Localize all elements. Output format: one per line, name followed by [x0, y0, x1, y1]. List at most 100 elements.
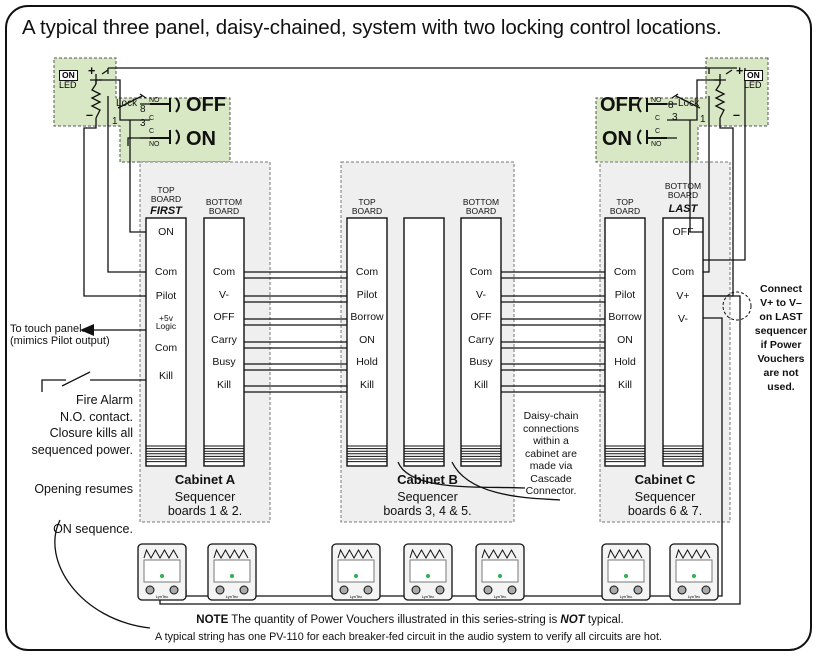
cabinet-b-top-terminal: Borrow: [350, 311, 384, 323]
right-off-button[interactable]: OFF: [600, 94, 640, 116]
cabinet-b-top-terminal: Kill: [359, 378, 374, 391]
cabinet-a-top-terminal: Com: [154, 266, 178, 278]
cabinet-c-bottom-terminal: OFF: [672, 226, 694, 238]
right-c-top: C: [655, 115, 661, 122]
cabinet-b-top-terminal: Com: [355, 266, 379, 278]
power-voucher: LynTec: [331, 543, 381, 601]
power-voucher: LynTec: [475, 543, 525, 601]
cabinet-c-top-terminal: Kill: [617, 378, 632, 391]
left-plus: +: [88, 64, 96, 78]
cabinet-a-top-terminal: Pilot: [155, 290, 177, 302]
cabinet-c-bottom-board-label: BOTTOM BOARD: [664, 181, 702, 200]
right-lock-3: 3: [672, 112, 678, 123]
cabinet-a-bottom-board-label: BOTTOM BOARD: [205, 197, 243, 216]
cabinet-a-name: Cabinet A: [174, 472, 236, 487]
cabinet-b-top-board-label: TOP BOARD: [351, 197, 383, 216]
cabinet-a-top-terminal: ON: [158, 226, 174, 238]
cabinet-c-top-terminal: ON: [617, 333, 633, 346]
cabinet-a-bottom-terminal: V-: [219, 288, 229, 301]
left-minus: –: [86, 108, 93, 122]
cabinet-a-boards: Sequencer boards 1 & 2.: [167, 490, 243, 518]
note-text: The quantity of Power Vouchers illustrat…: [228, 614, 561, 626]
fire-alarm-note: Fire Alarm N.O. contact. Closure kills a…: [31, 393, 133, 457]
cabinet-a-bottom-terminal: Kill: [216, 378, 231, 391]
left-c-bottom: C: [149, 128, 155, 135]
left-lock-3: 3: [140, 118, 146, 129]
power-voucher: LynTec: [137, 543, 187, 601]
note-end: typical.: [584, 614, 624, 626]
left-lock-1: 1: [112, 116, 118, 127]
cabinet-a-bottom-terminal: Carry: [211, 333, 237, 346]
board-b-top: [346, 217, 388, 467]
cabinet-c-top-terminal: Hold: [614, 356, 636, 368]
cabinet-b-bottom-terminal: Carry: [468, 333, 494, 346]
cabinet-b-top-terminal: ON: [359, 333, 375, 346]
opening-resumes-note: Opening resumes: [34, 482, 133, 496]
left-lock-label: Lock: [116, 98, 138, 109]
page-title: A typical three panel, daisy-chained, sy…: [22, 16, 722, 39]
cabinet-c-top-terminal: Com: [613, 266, 637, 278]
cabinet-b-bottom-board-label: BOTTOM BOARD: [462, 197, 500, 216]
daisy-chain-note: Daisy-chain connections within a cabinet…: [522, 410, 580, 497]
cabinet-b-bottom-terminal: V-: [476, 288, 486, 301]
right-no-bottom: NO: [651, 141, 662, 148]
right-lock-label: Lock: [678, 98, 700, 109]
power-voucher: LynTec: [669, 543, 719, 601]
cabinet-b-name: Cabinet B: [397, 472, 458, 487]
board-c-bottom: [662, 217, 704, 467]
cabinet-a-top-terminal: Kill: [158, 370, 173, 382]
board-a-top: [145, 217, 187, 467]
cabinet-c-name: Cabinet C: [634, 472, 696, 487]
board-a-bottom: [203, 217, 245, 467]
left-lock-8: 8: [140, 104, 146, 115]
left-no-top: NO: [149, 97, 160, 104]
left-off-button[interactable]: OFF: [186, 94, 226, 116]
right-c-bottom: C: [655, 128, 661, 135]
power-voucher: LynTec: [403, 543, 453, 601]
right-on-button[interactable]: ON: [602, 128, 632, 150]
voucher-brand: LynTec: [494, 594, 507, 599]
right-lock-1: 1: [700, 114, 706, 125]
voucher-brand: LynTec: [688, 594, 701, 599]
right-minus: –: [733, 108, 740, 122]
board-c-top: [604, 217, 646, 467]
power-voucher-note: NOTE The quantity of Power Vouchers illu…: [40, 614, 780, 626]
cabinet-c-last-tag: LAST: [668, 203, 698, 215]
cabinet-b-bottom-terminal: OFF: [470, 311, 492, 323]
cabinet-a-first-tag: FIRST: [150, 205, 182, 217]
cabinet-c-top-terminal: Pilot: [614, 288, 636, 301]
left-on-button[interactable]: ON: [186, 128, 216, 150]
cabinet-a-bottom-terminal: OFF: [213, 311, 235, 323]
cabinet-c-top-board-label: TOP BOARD: [609, 197, 641, 216]
power-voucher: LynTec: [207, 543, 257, 601]
cabinet-c-bottom-terminal: Com: [671, 266, 695, 278]
cabinet-c-bottom-terminal: V-: [678, 313, 688, 325]
cabinet-a-top-terminal: +5v Logic: [155, 313, 177, 331]
outer-frame: [5, 5, 812, 651]
touch-panel-arrow: [80, 324, 94, 336]
right-no-top: NO: [651, 97, 662, 104]
bottom-line-note: A typical string has one PV-110 for each…: [155, 631, 662, 643]
note-bold: NOTE: [196, 614, 229, 626]
left-no-bottom: NO: [149, 141, 160, 148]
board-b-mid: [403, 217, 445, 467]
cabinet-a-bottom-terminal: Com: [212, 266, 236, 278]
cabinet-b-bottom-terminal: Com: [469, 266, 493, 278]
on-sequence-note: ON sequence.: [53, 522, 133, 536]
cabinet-a-top-terminal: Com: [154, 342, 178, 354]
voucher-brand: LynTec: [620, 594, 633, 599]
cabinet-c-bottom-terminal: V+: [676, 290, 690, 302]
cabinet-b-top-terminal: Pilot: [356, 288, 378, 301]
touch-panel-note: To touch panel. (mimics Pilot output): [10, 323, 110, 347]
cabinet-a-top-board-label: TOP BOARD: [150, 185, 182, 204]
right-plus: +: [736, 64, 744, 78]
cabinet-c-boards: Sequencer boards 6 & 7.: [627, 490, 703, 518]
cabinet-b-bottom-terminal: Kill: [473, 378, 488, 391]
cabinet-b-top-terminal: Hold: [356, 356, 378, 368]
left-led-text: LED: [59, 80, 77, 90]
connect-v-note: Connect V+ to V– on LAST sequencer if Po…: [754, 283, 808, 393]
cabinet-b-bottom-terminal: Busy: [469, 356, 493, 368]
